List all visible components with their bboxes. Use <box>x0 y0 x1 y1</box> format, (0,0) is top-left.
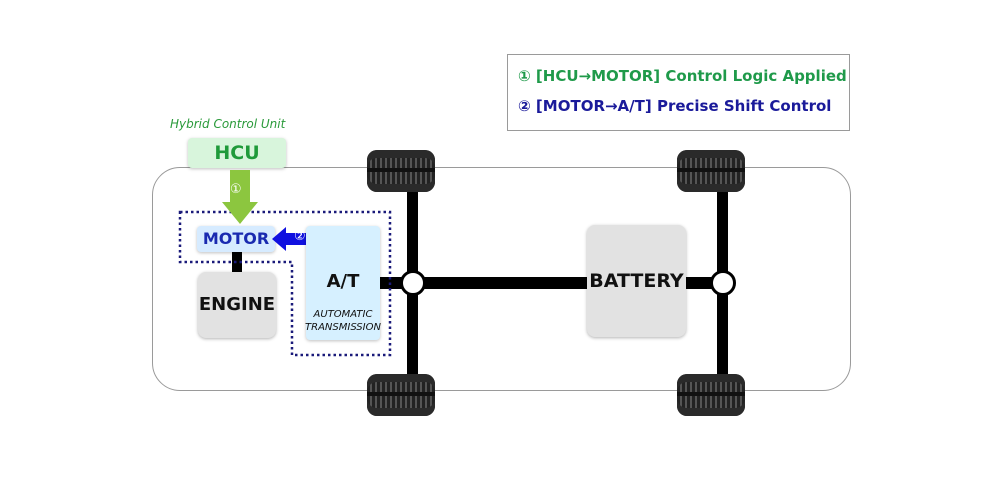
engine-box: ENGINE <box>198 272 276 338</box>
motor-arrow-marker: ② <box>294 229 306 244</box>
automatic-transmission-box: A/T AUTOMATIC TRANSMISSION <box>305 226 381 340</box>
at-caption-line1: AUTOMATIC <box>313 309 373 320</box>
legend-box: ① [HCU→MOTOR] Control Logic Applied ② [M… <box>507 54 850 131</box>
hcu-to-motor-arrow <box>222 170 258 224</box>
motor-engine-link <box>232 252 242 272</box>
hcu-arrow-marker: ① <box>230 182 242 197</box>
tire-front-right <box>367 374 435 416</box>
front-differential-joint <box>400 270 426 296</box>
legend-item-motor-at: ② [MOTOR→A/T] Precise Shift Control <box>518 97 832 115</box>
battery-box: BATTERY <box>587 225 686 337</box>
legend-item-hcu-motor: ① [HCU→MOTOR] Control Logic Applied <box>518 67 847 85</box>
tire-front-left <box>367 150 435 192</box>
at-caption: AUTOMATIC TRANSMISSION <box>298 308 388 334</box>
vehicle-chassis-outline <box>152 167 851 391</box>
tire-rear-left <box>677 150 745 192</box>
hcu-caption: Hybrid Control Unit <box>170 117 286 131</box>
motor-box: MOTOR <box>197 226 275 252</box>
tire-rear-right <box>677 374 745 416</box>
powertrain-boundary <box>178 210 392 357</box>
at-caption-line2: TRANSMISSION <box>305 322 381 333</box>
hcu-box: HCU <box>188 138 286 168</box>
at-label: A/T <box>326 271 360 292</box>
rear-differential-joint <box>710 270 736 296</box>
